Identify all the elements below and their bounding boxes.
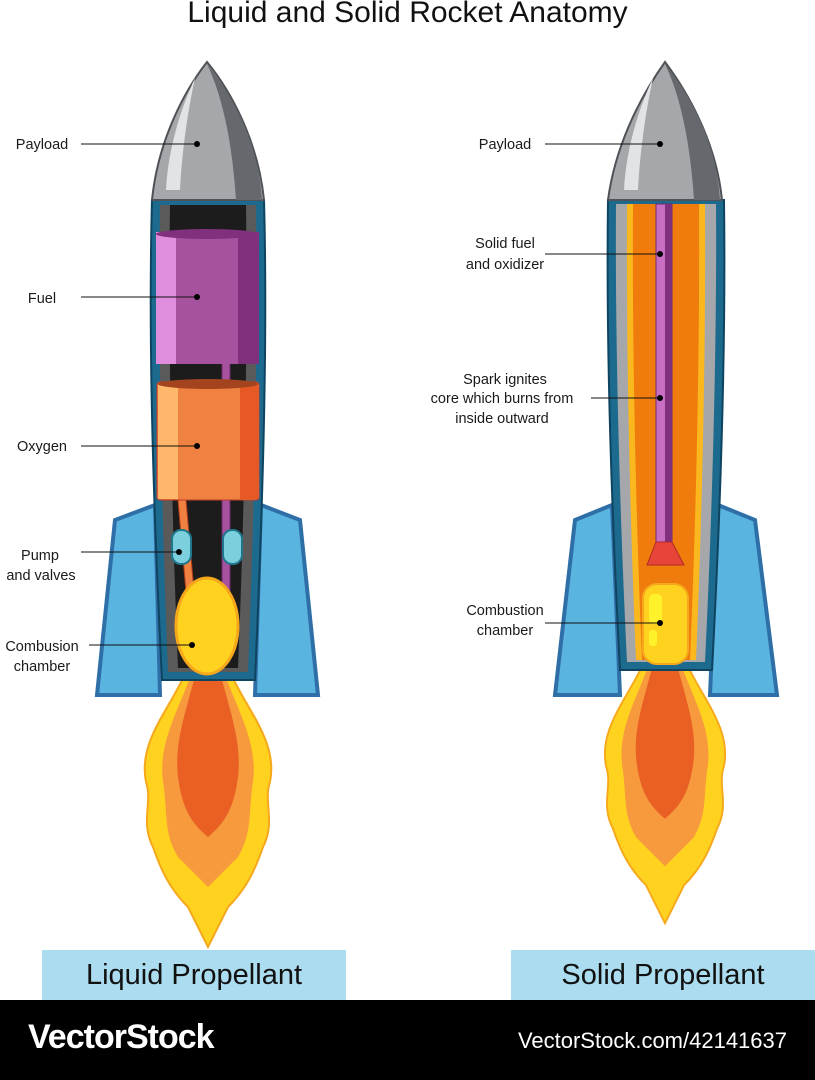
label-combustion: Combusion	[5, 639, 78, 655]
liquid-rocket	[94, 60, 321, 948]
solid-rocket	[552, 60, 780, 925]
label-solid-combustion-2: chamber	[477, 623, 534, 639]
label-spark-3: inside outward	[455, 411, 549, 427]
solid-caption: Solid Propellant	[511, 950, 815, 1000]
diagram-title: Liquid and Solid Rocket Anatomy	[187, 0, 628, 29]
watermark-brand: VectorStock	[28, 1018, 215, 1056]
label-fuel: Fuel	[28, 291, 56, 307]
watermark-url: VectorStock.com/42141637	[517, 1028, 787, 1053]
label-solid-fuel-2: and oxidizer	[466, 257, 544, 273]
label-payload: Payload	[16, 137, 68, 153]
solid-combustion-chamber	[642, 583, 689, 665]
label-solid-payload: Payload	[479, 137, 531, 153]
label-combustion-2: chamber	[14, 659, 71, 675]
liquid-flame	[143, 671, 273, 948]
label-spark-2: core which burns from	[431, 391, 574, 407]
solid-left-fin	[552, 502, 623, 697]
rockets-illustration: Payload Fuel Oxygen Pump and valves Comb…	[5, 60, 780, 948]
label-solid-combustion: Combustion	[466, 603, 543, 619]
label-pump-2: and valves	[6, 568, 75, 584]
liquid-combustion-chamber	[174, 576, 240, 676]
pump-valve	[171, 529, 192, 565]
fuel-tank	[156, 232, 259, 364]
label-spark: Spark ignites	[463, 372, 547, 388]
solid-flame	[603, 661, 727, 925]
liquid-caption: Liquid Propellant	[42, 950, 346, 1000]
watermark-footer: VectorStock VectorStock.com/42141637	[0, 1000, 815, 1080]
liquid-right-fin	[252, 502, 321, 697]
label-pump: Pump	[21, 548, 59, 564]
pump-valve	[222, 529, 243, 565]
leader-dots	[176, 141, 663, 648]
liquid-left-fin	[94, 502, 163, 697]
label-solid-fuel: Solid fuel	[475, 236, 535, 252]
solid-right-fin	[707, 502, 780, 697]
spark-igniter	[646, 541, 685, 566]
leader-lines	[81, 143, 660, 646]
label-oxygen: Oxygen	[17, 439, 67, 455]
